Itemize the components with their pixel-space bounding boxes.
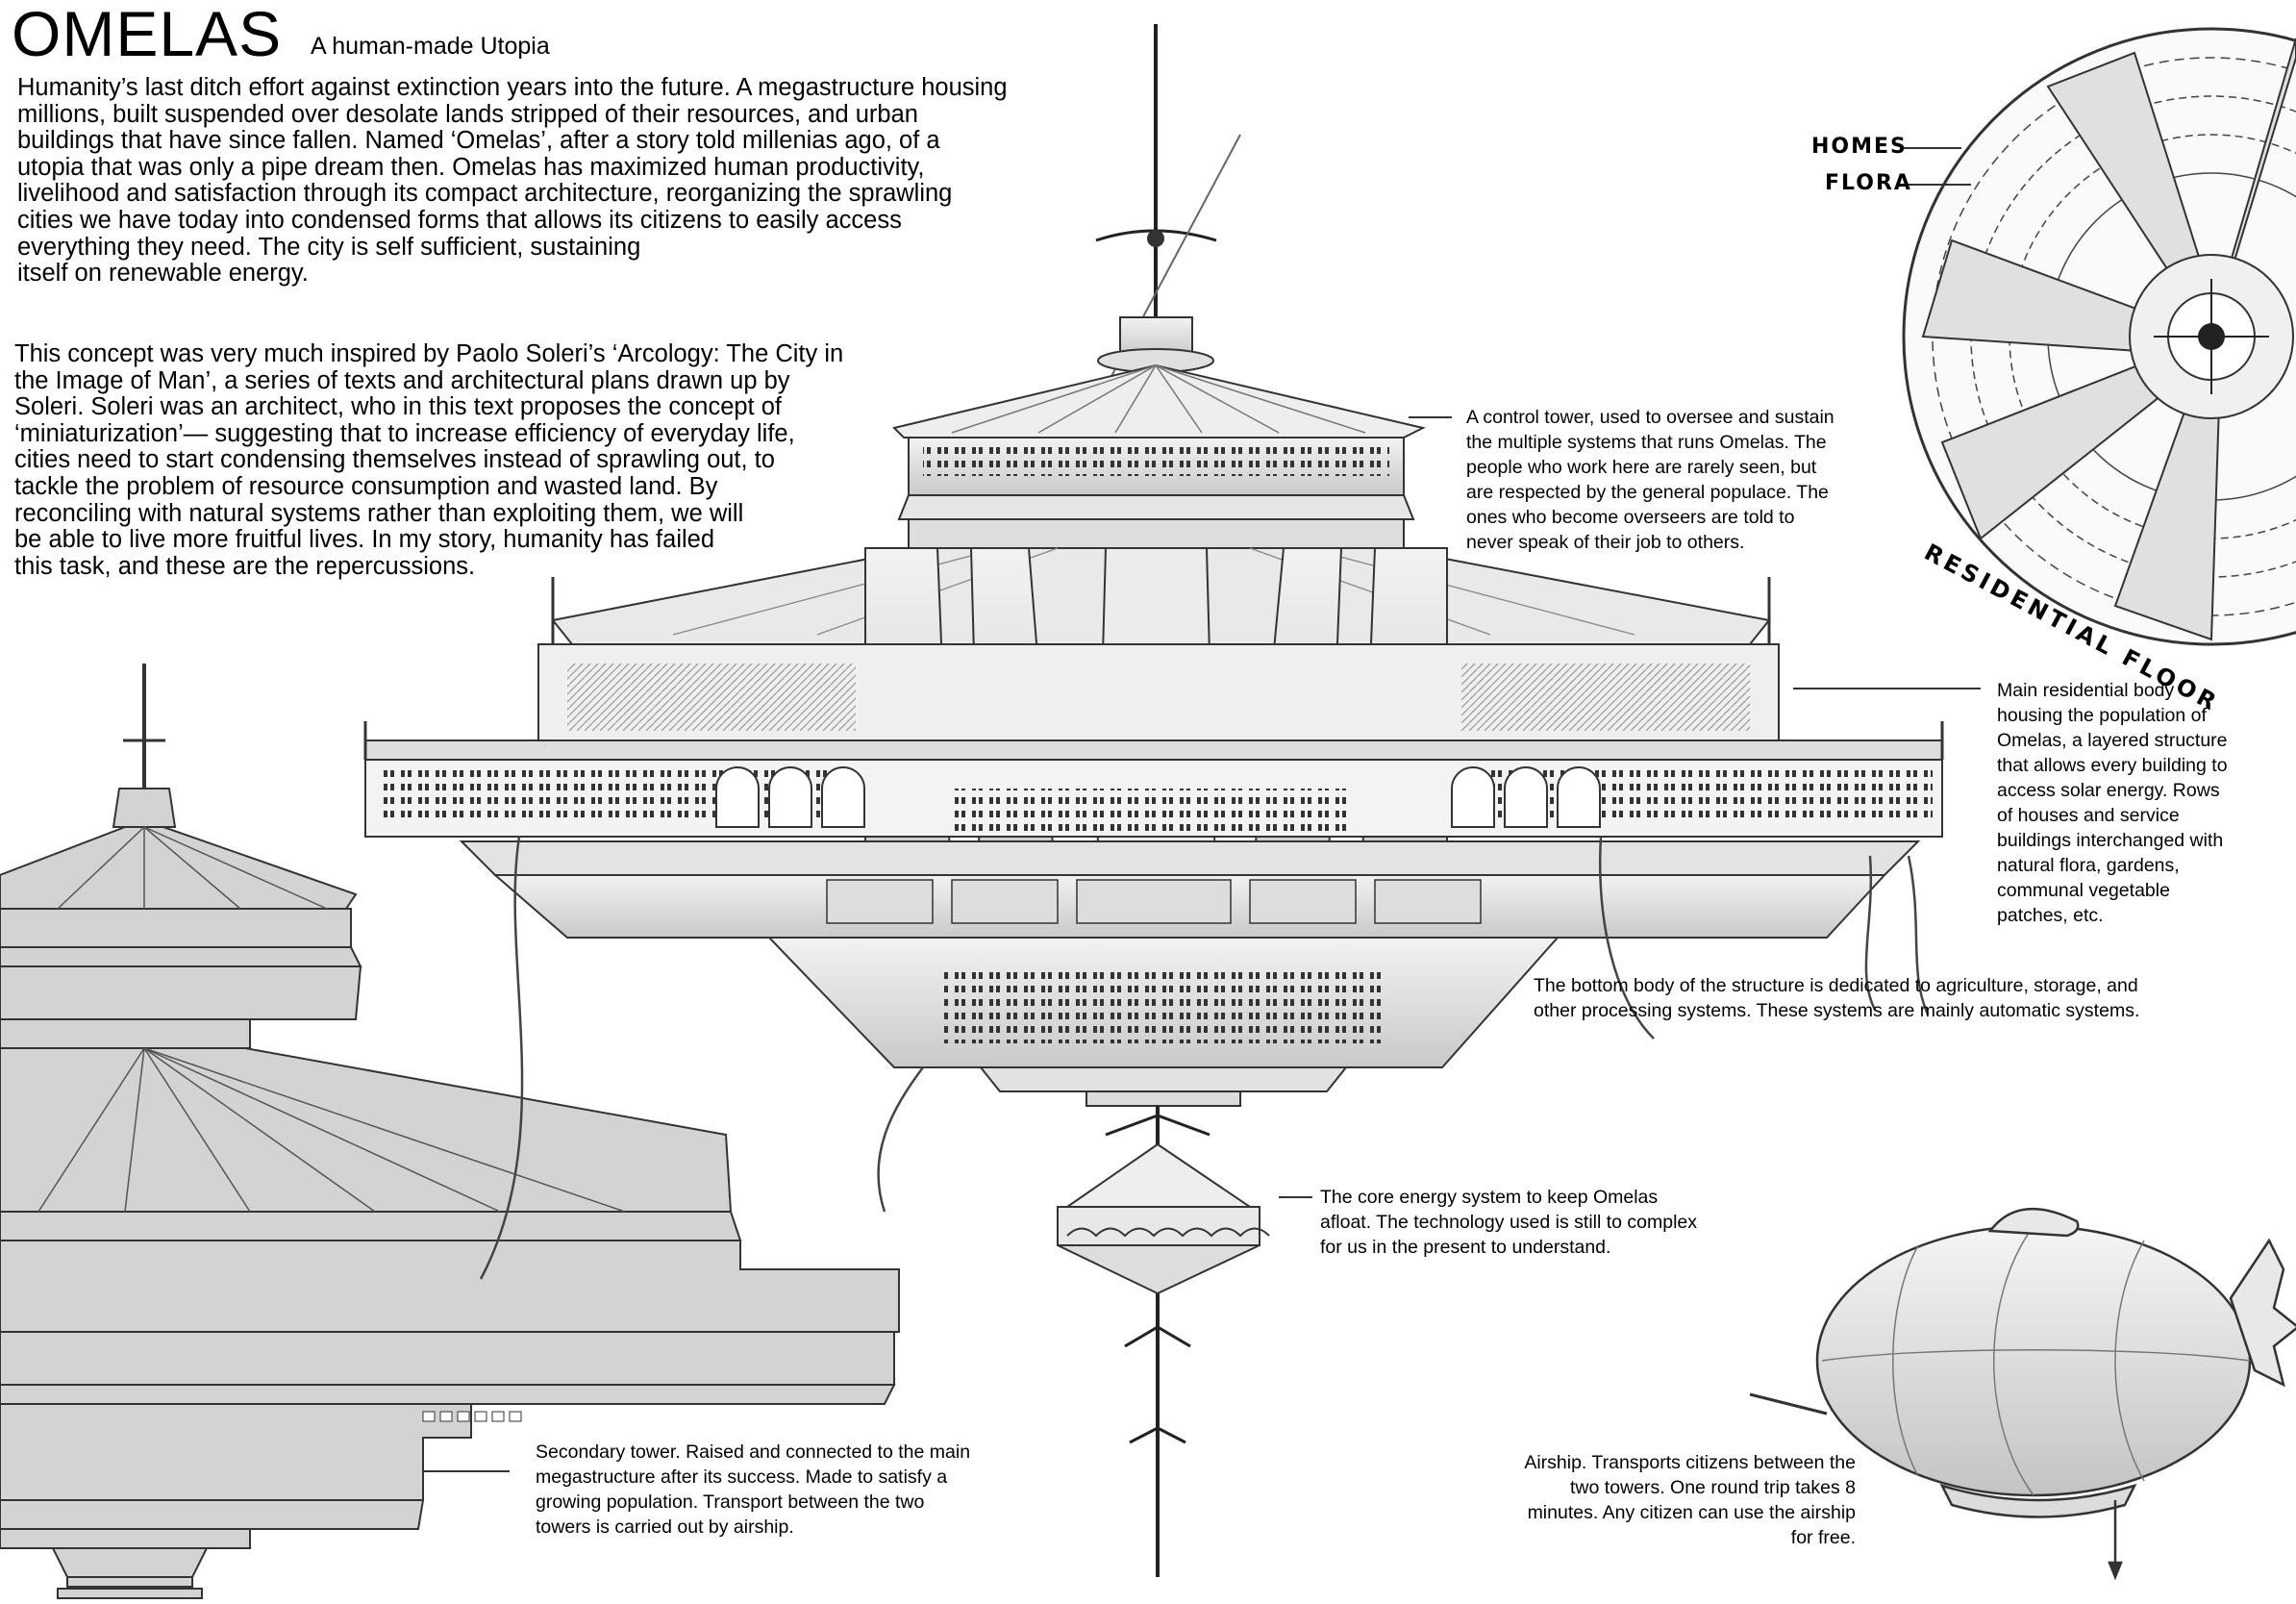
annotation-line: communal vegetable [1997, 880, 2170, 901]
annotation-line: for free. [1790, 1527, 1856, 1548]
floor-plan-label-homes: HOMES [1811, 135, 1908, 159]
concept-line: tackle the problem of resource consumpti… [14, 472, 718, 500]
annotation-line: afloat. The technology used is still to … [1320, 1212, 1698, 1233]
annotation-line: two towers. One round trip takes 8 [1570, 1477, 1856, 1498]
annotation-line: Omelas, a layered structure [1997, 730, 2228, 751]
intro-paragraph: Humanity’s last ditch effort against ext… [17, 74, 1094, 288]
concept-line: ‘miniaturization’— suggesting that to in… [14, 419, 795, 447]
secondary-tower-annotation: Secondary tower. Raised and connected to… [536, 1440, 970, 1540]
annotation-line: natural flora, gardens, [1997, 855, 2180, 876]
residential-body-annotation: Main residential body housing the popula… [1997, 678, 2228, 928]
concept-line: Soleri. Soleri was an architect, who in … [14, 393, 782, 421]
concept-line: cities need to start condensing themselv… [14, 446, 775, 474]
airship-annotation: Airship. Transports citizens between the… [1442, 1450, 1856, 1550]
annotation-line: that allows every building to [1997, 755, 2228, 776]
annotation-line: never speak of their job to others. [1466, 532, 1745, 553]
concept-paragraph: This concept was very much inspired by P… [14, 340, 880, 580]
annotation-line: Airship. Transports citizens between the [1524, 1452, 1856, 1473]
annotation-line: people who work here are rarely seen, bu… [1466, 457, 1817, 478]
intro-line: Humanity’s last ditch effort against ext… [17, 74, 1008, 101]
control-tower-annotation: A control tower, used to oversee and sus… [1466, 405, 1834, 555]
concept-line: This concept was very much inspired by P… [14, 340, 844, 367]
intro-line: itself on renewable energy. [17, 260, 309, 288]
annotation-line: A control tower, used to oversee and sus… [1466, 407, 1834, 428]
bottom-body-annotation: The bottom body of the structure is dedi… [1534, 973, 2139, 1023]
page-title: OMELAS [12, 0, 283, 69]
concept-line: the Image of Man’, a series of texts and… [14, 366, 790, 394]
concept-line: be able to live more fruitful lives. In … [14, 526, 715, 554]
core-energy-annotation: The core energy system to keep Omelas af… [1320, 1185, 1697, 1260]
annotation-line: The bottom body of the structure is dedi… [1534, 975, 2138, 996]
annotation-line: are respected by the general populace. T… [1466, 482, 1829, 503]
floor-plan-label-flora: FLORA [1825, 171, 1912, 195]
annotation-line: Main residential body [1997, 680, 2175, 701]
annotation-line: The core energy system to keep Omelas [1320, 1187, 1659, 1208]
annotation-line: ones who become overseers are told to [1466, 507, 1795, 528]
annotation-line: for us in the present to understand. [1320, 1237, 1611, 1258]
annotation-line: access solar energy. Rows [1997, 780, 2220, 801]
annotation-line: growing population. Transport between th… [536, 1491, 925, 1513]
annotation-leaders [1279, 416, 1981, 1198]
annotation-line: minutes. Any citizen can use the airship [1527, 1502, 1856, 1523]
annotation-line: housing the population of [1997, 705, 2207, 726]
annotation-line: the multiple systems that runs Omelas. T… [1466, 432, 1827, 453]
secondary-tower [0, 664, 900, 1599]
intro-line: everything they need. The city is self s… [17, 233, 641, 261]
concept-line: this task, and these are the repercussio… [14, 552, 476, 580]
main-megastructure [363, 24, 1944, 1577]
airship [1749, 1207, 2296, 1581]
intro-line: utopia that was only a pipe dream then. … [17, 153, 925, 181]
annotation-line: Secondary tower. Raised and connected to… [536, 1441, 971, 1463]
annotation-line: of houses and service [1997, 805, 2180, 826]
residential-floor-plan [1902, 27, 2296, 646]
annotation-line: megastructure after its success. Made to… [536, 1466, 948, 1488]
annotation-line: towers is carried out by airship. [536, 1516, 794, 1538]
intro-line: cities we have today into condensed form… [17, 206, 902, 234]
intro-line: millions, built suspended over desolate … [17, 100, 918, 128]
intro-line: livelihood and satisfaction through its … [17, 180, 953, 208]
annotation-line: patches, etc. [1997, 905, 2104, 926]
annotation-line: other processing systems. These systems … [1534, 1000, 2140, 1021]
page-subtitle: A human-made Utopia [311, 33, 550, 60]
intro-line: buildings that have since fallen. Named … [17, 127, 940, 155]
concept-line: reconciling with natural systems rather … [14, 499, 744, 527]
annotation-line: buildings interchanged with [1997, 830, 2224, 851]
